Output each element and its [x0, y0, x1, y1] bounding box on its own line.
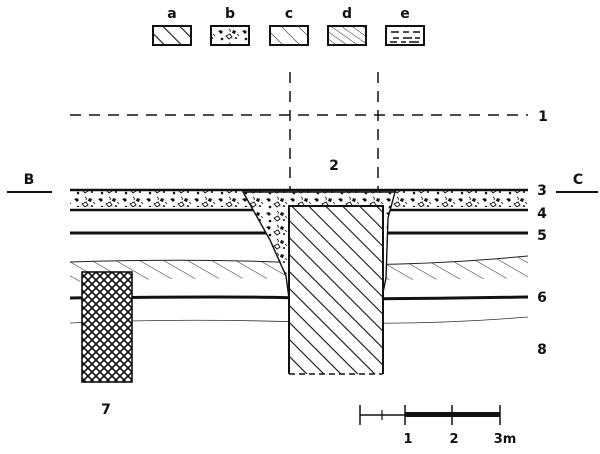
legend-item-c: c	[269, 6, 309, 46]
legend-swatch-d	[327, 25, 367, 46]
legend-label-d: d	[342, 6, 352, 22]
dashed-guides	[70, 72, 528, 190]
scale-label-1: 1	[403, 432, 412, 447]
legend-swatch-b	[210, 25, 250, 46]
section-label-b: B	[24, 172, 35, 188]
scale-bar: 1 2 3m	[359, 405, 517, 447]
layer-number-3: 3	[537, 183, 547, 199]
legend-label-e: e	[400, 6, 410, 22]
central-pillar	[289, 206, 383, 374]
layer-number-7: 7	[101, 402, 111, 418]
legend-item-b: b	[210, 6, 250, 46]
layer-numbers: 1 2 3 4 5 6 7 8	[101, 109, 548, 418]
legend-item-a: a	[152, 6, 192, 46]
legend: a b c d e	[152, 6, 425, 46]
layer-number-4: 4	[537, 206, 547, 222]
central-pillar-outline	[288, 205, 384, 374]
legend-label-c: c	[285, 6, 293, 22]
legend-label-a: a	[167, 6, 176, 22]
legend-item-e: e	[385, 6, 425, 46]
crosshatched-feature	[81, 271, 133, 383]
scale-label-2: 2	[449, 432, 458, 447]
legend-swatch-a	[152, 25, 192, 46]
layer-number-8: 8	[537, 342, 547, 358]
layer-number-5: 5	[537, 228, 547, 244]
section-markers: B C	[7, 172, 598, 193]
layer-number-6: 6	[537, 290, 547, 306]
legend-item-d: d	[327, 6, 367, 46]
legend-swatch-e	[385, 25, 425, 46]
layer-number-2: 2	[329, 158, 339, 174]
scale-label-3m: 3m	[494, 432, 517, 447]
legend-label-b: b	[225, 6, 235, 22]
section-label-c: C	[573, 172, 583, 188]
legend-swatch-e-strokes	[390, 31, 420, 43]
layer-number-1: 1	[538, 109, 548, 125]
legend-swatch-c	[269, 25, 309, 46]
